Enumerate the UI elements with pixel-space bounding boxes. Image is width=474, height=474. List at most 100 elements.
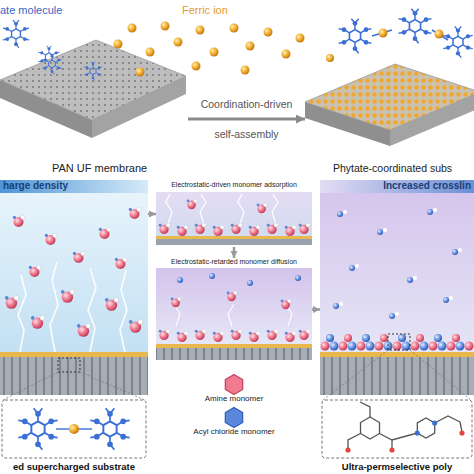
process-arrow — [148, 213, 156, 216]
crosslinked-layer-scene — [433, 208, 437, 212]
charged-substrate-scene — [115, 257, 127, 269]
coordinated-complex — [326, 9, 473, 62]
polyamide-inset — [322, 400, 472, 458]
process-arrow — [233, 247, 236, 258]
crosslinked-layer-scene — [320, 352, 474, 357]
ferric-ion — [210, 48, 219, 57]
phytate-on-membrane — [84, 62, 102, 81]
adsorption-scene — [267, 223, 278, 234]
process-arrow — [312, 308, 320, 311]
phytate-inset — [2, 400, 146, 458]
diffusion-scene — [281, 299, 291, 309]
crosslinked-layer-scene — [320, 180, 474, 193]
charged-substrate-scene — [0, 180, 148, 193]
crosslinked-layer-scene — [343, 210, 347, 214]
adsorption-scene — [177, 225, 188, 236]
crosslinked-layer-scene — [389, 313, 395, 319]
charged-substrate-scene — [105, 297, 119, 310]
diffusion-scene — [171, 297, 181, 307]
crosslinked-layer-scene — [434, 334, 442, 342]
legend-item: Acyl chloride monomer — [193, 407, 274, 437]
diffusion-scene — [209, 273, 215, 279]
crosslinked-layer-scene — [402, 342, 411, 351]
ferric-ion — [174, 38, 183, 47]
adsorption-scene — [238, 194, 244, 224]
substrate-slab: Phytate-coordinated subs — [305, 60, 474, 178]
charged-substrate-scene — [58, 358, 80, 372]
polyamide-inset — [348, 402, 462, 449]
coordinated-complex — [326, 54, 334, 62]
polyamide-inset — [432, 420, 437, 425]
charged-substrate-scene — [88, 268, 96, 352]
ferric-ion — [192, 62, 201, 71]
monomer-hexagon — [225, 407, 242, 427]
crosslinked-layer-scene — [349, 265, 355, 271]
charged-substrate-scene — [18, 262, 127, 352]
arrow-label: Coordination-driven self-assembly — [191, 89, 303, 149]
diffusion-scene — [213, 331, 224, 342]
crosslinked-layer-scene — [456, 342, 465, 351]
charged-substrate-scene — [0, 352, 148, 357]
diffusion-scene — [177, 331, 188, 342]
crosslinked-layer-scene — [398, 334, 406, 342]
ferric-ion — [246, 42, 255, 51]
stage-panel: Electrostatic-driven monomer adsorption — [156, 181, 312, 247]
legend: Amine monomerAcyl chloride monomer — [156, 374, 312, 440]
polyamide-inset — [380, 433, 418, 440]
monomer-hexagon — [225, 375, 242, 395]
crosslinked-layer-scene — [320, 180, 474, 400]
adsorption-scene — [166, 194, 278, 224]
crosslinked-layer-scene — [410, 350, 471, 400]
crosslinked-layer-scene — [447, 342, 456, 351]
crosslinked-layer-scene — [333, 208, 462, 319]
crosslinked-layer-scene — [380, 334, 388, 342]
diffusion-scene — [249, 331, 260, 342]
adsorption-scene — [156, 236, 312, 239]
crosslinked-layer-scene — [452, 249, 458, 255]
diffusion-scene — [156, 348, 312, 360]
crosslinked-layer-scene — [348, 342, 357, 351]
ferric-ion — [241, 66, 250, 75]
ferric-ion — [264, 28, 273, 37]
adsorption-scene — [156, 239, 312, 245]
polyamide-inset — [348, 434, 361, 450]
legend-swatch — [222, 374, 246, 395]
ferric-ion — [196, 26, 205, 35]
component-label: ate molecule — [0, 4, 62, 17]
diffusion-scene — [174, 304, 180, 326]
charged-substrate-scene — [5, 295, 19, 308]
ferric-ion — [146, 48, 155, 57]
crosslinked-layer-scene — [407, 277, 413, 283]
coordinated-complex — [379, 29, 388, 38]
diffusion-scene — [228, 304, 234, 326]
charged-substrate-scene — [129, 319, 143, 332]
charged-substrate-scene — [13, 215, 25, 227]
phytate-inset — [56, 428, 70, 429]
legend-item: Amine monomer — [205, 374, 264, 404]
legend-swatch — [222, 407, 246, 428]
diffusion-scene — [299, 329, 310, 340]
crosslinked-layer-scene — [320, 357, 474, 395]
phytate-inset — [78, 428, 92, 429]
phytate-on-membrane — [42, 54, 62, 75]
membrane-slab: PAN UF membrane — [0, 38, 188, 178]
adsorption-scene — [187, 199, 197, 209]
coordinated-complex — [339, 19, 372, 54]
panel-header: Increased crosslin — [320, 180, 471, 192]
crosslinked-layer-scene — [383, 228, 387, 232]
charged-substrate-scene — [50, 262, 58, 352]
charged-substrate-scene — [45, 233, 57, 245]
adsorption-scene — [159, 223, 170, 234]
component-label: Ferric ion — [182, 4, 228, 17]
crosslinked-layer-scene — [395, 312, 399, 316]
diffusion-scene — [156, 268, 312, 360]
diffusion-scene — [177, 277, 183, 283]
phytate-inset — [18, 408, 57, 449]
coordinated-complex — [435, 30, 444, 39]
adsorption-scene — [285, 225, 296, 236]
membrane-illustration — [0, 40, 186, 138]
adsorption-scene — [299, 223, 310, 234]
ferric-ion — [128, 24, 137, 33]
polyamide-inset — [361, 417, 380, 439]
stage-panel: Increased crosslinUltra-permselective po… — [320, 180, 474, 474]
